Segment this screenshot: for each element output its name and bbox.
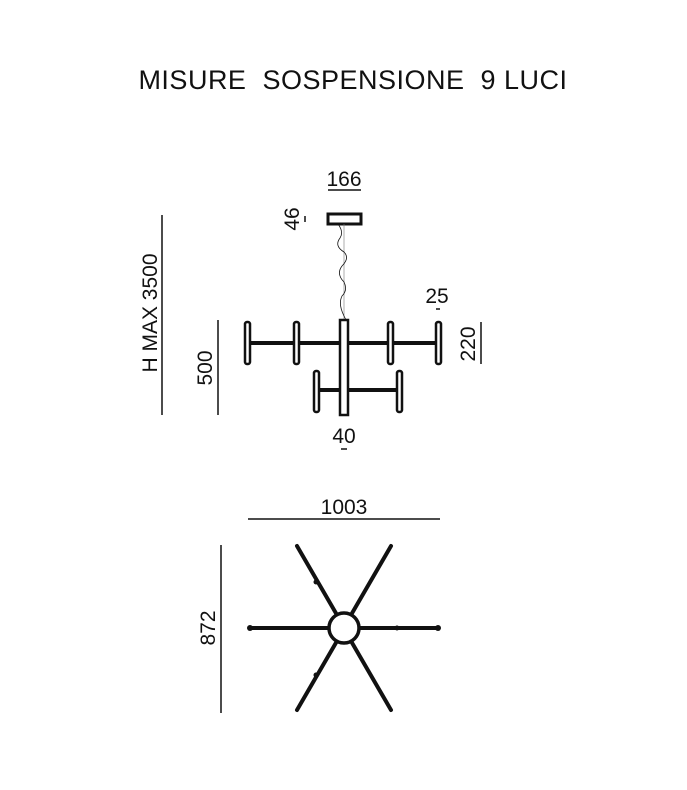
lamp-end xyxy=(435,625,441,631)
canopy-height-label: 46 xyxy=(281,207,304,230)
canopy xyxy=(326,212,363,226)
column-width-label: 40 xyxy=(332,425,355,448)
lamp-height-label: 220 xyxy=(457,326,480,361)
central-column xyxy=(338,318,350,417)
lamp-width-label: 25 xyxy=(425,285,448,308)
side-view xyxy=(161,189,482,450)
central-hub xyxy=(327,611,361,645)
width-label: 1003 xyxy=(321,496,368,519)
top-view xyxy=(220,518,441,713)
body-height-label: 500 xyxy=(194,350,217,385)
lamp-joint xyxy=(394,625,400,631)
arm xyxy=(349,544,393,617)
drawing-title: MISURE SOSPENSIONE 9 LUCI xyxy=(138,65,567,95)
lamp-joint xyxy=(313,672,319,678)
lamp xyxy=(395,369,404,414)
lamp xyxy=(292,320,301,366)
max-height-label: H MAX 3500 xyxy=(139,253,162,372)
lamp xyxy=(386,320,395,366)
lamp xyxy=(243,320,252,366)
lamp-end xyxy=(247,625,253,631)
lamp xyxy=(312,369,321,414)
power-cord xyxy=(337,223,347,321)
lamp-joint xyxy=(313,579,319,585)
lamp xyxy=(434,320,443,366)
arm xyxy=(349,639,393,712)
canopy-width-label: 166 xyxy=(326,168,361,191)
depth-label: 872 xyxy=(197,610,220,645)
